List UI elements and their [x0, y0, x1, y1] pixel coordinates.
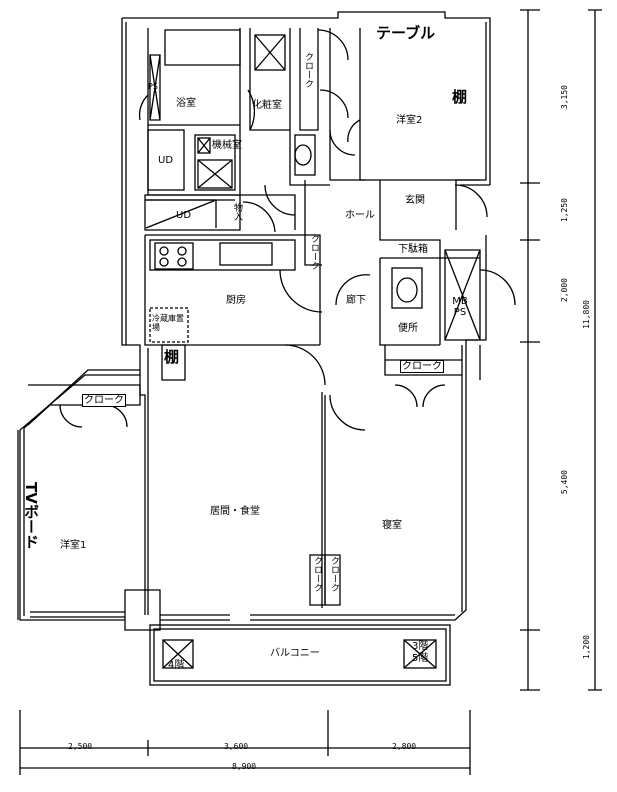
door-arc [138, 94, 149, 121]
ud-label: UD [158, 155, 174, 166]
floor-5: 5階 [412, 653, 429, 664]
ud-label-2: UD [176, 210, 192, 221]
outer-wall [122, 11, 491, 185]
closet-mid: クローク [400, 360, 444, 373]
door-arc [104, 404, 128, 428]
room-machine: 機械室 [212, 140, 242, 151]
room-master: 寝室 [382, 520, 402, 531]
floor-4: 4階 [168, 660, 185, 671]
door-arc [242, 201, 276, 233]
dim-right-mid2: 2,000 [560, 278, 569, 303]
door-arc [284, 344, 326, 386]
shelf-top: 棚 [452, 88, 468, 106]
closet-v2: クローク [329, 556, 339, 592]
closet-small: クローク [309, 234, 319, 270]
dim-right-top: 3,150 [560, 85, 569, 110]
door-arc [319, 89, 349, 119]
room-kitchen: 厨房 [226, 295, 246, 306]
room-balcony: バルコニー [270, 648, 320, 659]
dim-bottom-mid: 3,600 [224, 742, 249, 751]
closet-top: クローク [303, 52, 313, 88]
door-arc [335, 274, 371, 306]
room-living: 居間・食堂 [210, 506, 260, 517]
closet-left: クローク [82, 394, 126, 407]
door-arc [264, 184, 296, 216]
door-arc [317, 29, 349, 61]
room-entrance: 玄関 [405, 195, 425, 206]
floor-3: 3階 [412, 641, 429, 652]
shoe-box: 下駄箱 [398, 244, 428, 255]
balcony-outline [149, 624, 451, 686]
door-arc [59, 404, 83, 428]
outer-wall [461, 345, 481, 612]
door-arc [329, 129, 356, 156]
ps-label-top: PS [148, 82, 158, 91]
dim-bottom-left: 2,500 [68, 742, 93, 751]
door-arc [422, 384, 446, 408]
room-bedroom2: 洋室2 [396, 115, 423, 126]
room-bath: 浴室 [176, 98, 196, 109]
dim-right-lower: 5,400 [560, 470, 569, 495]
tv-board: TVボード [22, 482, 40, 549]
door-arc [279, 269, 323, 313]
door-arc [347, 119, 361, 143]
dim-right-total: 11,800 [582, 300, 591, 329]
room-toilet: 便所 [398, 323, 418, 334]
outer-wall [19, 18, 141, 621]
room-hall: ホール [345, 210, 375, 221]
dim-bottom-right: 2,800 [392, 742, 417, 751]
balcony-outline [153, 628, 447, 682]
shelf-mid: 棚 [164, 348, 180, 366]
dim-right-mid1: 1,250 [560, 198, 569, 223]
door-arc [329, 394, 366, 431]
room-vanity: 化粧室 [252, 100, 282, 111]
room-storage: 物入 [232, 203, 242, 221]
door-arc [394, 384, 418, 408]
room-bedroom1: 洋室1 [60, 540, 87, 551]
dim-bottom-total: 8,900 [232, 762, 257, 771]
door-arc [247, 89, 256, 131]
closet-v1: クローク [312, 556, 322, 592]
table-label: テーブル [376, 24, 436, 42]
dim-right-bottom: 1,200 [582, 635, 591, 660]
room-corridor: 廊下 [346, 295, 366, 306]
door-arc [479, 269, 516, 306]
fridge-space: 冷蔵庫置場 [152, 314, 184, 332]
outer-wall [23, 22, 140, 616]
door-arc [454, 184, 488, 218]
mbps-label: MB PS [452, 296, 468, 318]
